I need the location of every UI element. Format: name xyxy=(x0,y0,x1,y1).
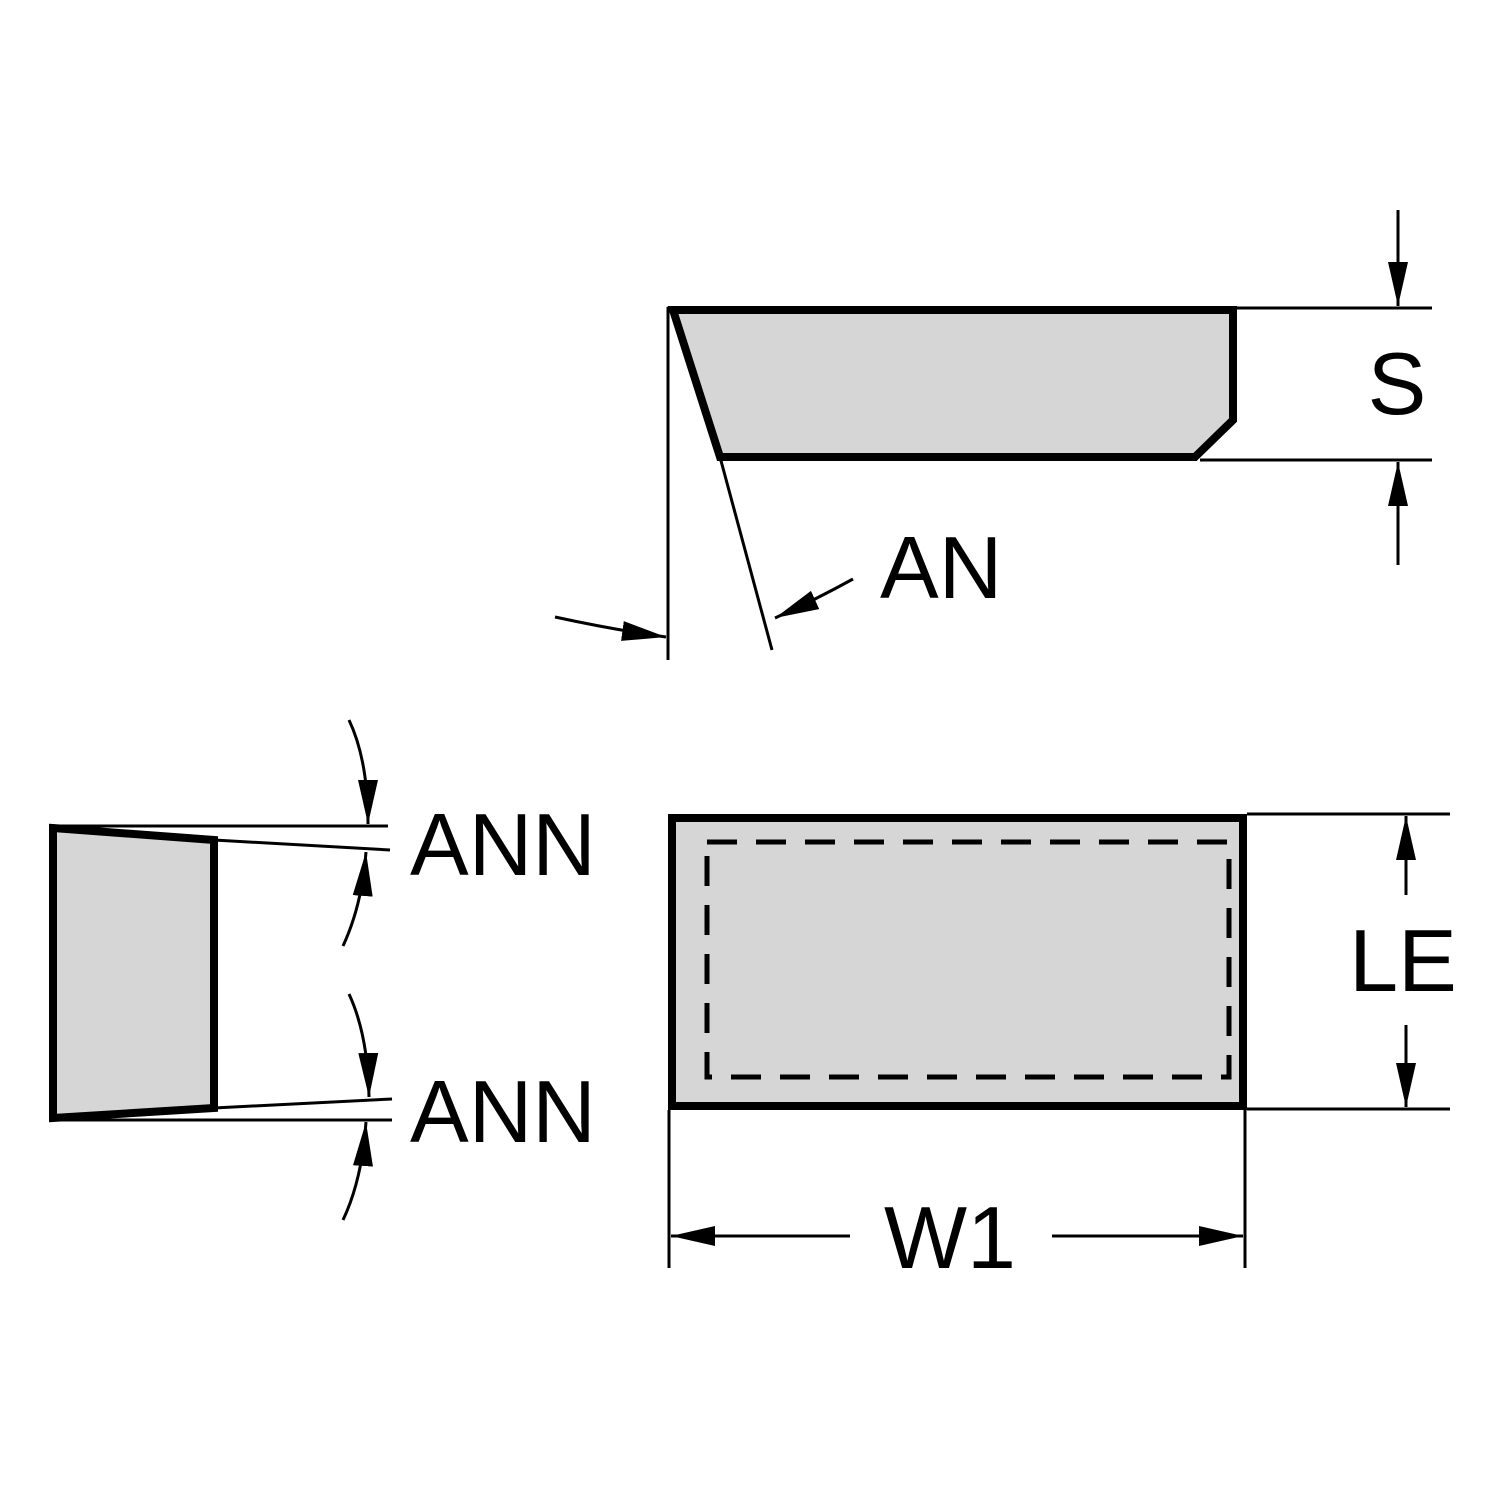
ann-top-arrow-upper xyxy=(347,719,378,825)
an-right-arrow xyxy=(774,577,854,620)
ann-top-label: ANN xyxy=(410,795,596,894)
le-label: LE xyxy=(1349,911,1457,1010)
an-left-arrow xyxy=(554,615,667,641)
w1-label: W1 xyxy=(884,1188,1016,1287)
ann-bottom-label: ANN xyxy=(410,1062,596,1161)
ann-bottom-extension xyxy=(213,1097,393,1110)
hidden-outline xyxy=(704,839,1232,1080)
side-view: S AN xyxy=(554,210,1432,660)
ann-bottom-arrow-upper xyxy=(347,993,379,1098)
end-view-body xyxy=(49,823,218,1123)
an-label: AN xyxy=(880,518,1002,617)
an-extension-line xyxy=(718,456,774,651)
s-label: S xyxy=(1368,334,1427,433)
front-view-body xyxy=(668,814,1247,1110)
front-view: LE W1 xyxy=(667,812,1457,1287)
ann-top-arrow-lower xyxy=(341,851,373,947)
ann-top-extension xyxy=(213,838,391,852)
side-view-body xyxy=(667,306,1237,461)
ann-bottom-arrow-lower xyxy=(341,1121,373,1221)
end-view: ANN ANN xyxy=(49,719,596,1221)
